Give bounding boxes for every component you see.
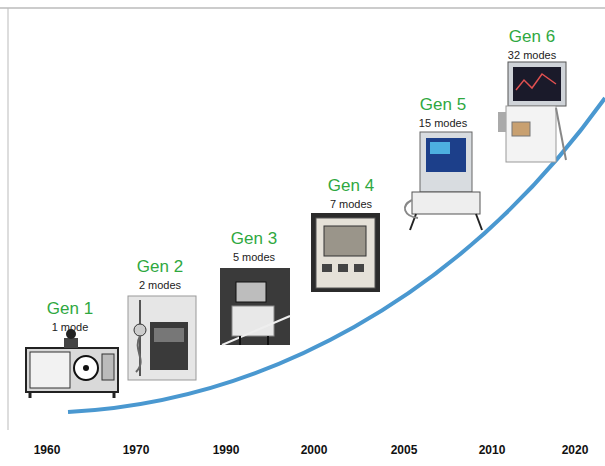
mode-count: 7 modes — [330, 198, 372, 210]
ventilator-gen2 — [128, 296, 196, 380]
ventilator-gen1 — [26, 329, 118, 398]
ventilator-gen3 — [220, 268, 290, 345]
generation-title: Gen 5 — [420, 96, 466, 115]
mode-count: 5 modes — [233, 251, 275, 263]
generation-title: Gen 3 — [231, 230, 277, 249]
generation-title: Gen 4 — [328, 177, 374, 196]
year-label: 1970 — [123, 444, 150, 457]
growth-curve — [68, 98, 605, 412]
mode-count: 15 modes — [419, 117, 467, 129]
ventilator-gen5 — [405, 132, 482, 230]
mode-count: 32 modes — [508, 49, 556, 61]
generation-title: Gen 1 — [47, 300, 93, 319]
year-label: 2000 — [301, 444, 328, 457]
ventilator-gen6 — [498, 62, 566, 162]
mode-count: 1 mode — [52, 321, 89, 333]
year-label: 1960 — [34, 444, 61, 457]
generation-title: Gen 6 — [509, 28, 555, 47]
year-label: 2020 — [562, 444, 589, 457]
year-label: 1990 — [213, 444, 240, 457]
generation-title: Gen 2 — [137, 258, 183, 277]
year-label: 2010 — [479, 444, 506, 457]
ventilator-gen4 — [311, 213, 380, 292]
frame-line — [0, 8, 605, 9]
mode-count: 2 modes — [139, 279, 181, 291]
frame-line — [8, 8, 9, 430]
year-label: 2005 — [391, 444, 418, 457]
